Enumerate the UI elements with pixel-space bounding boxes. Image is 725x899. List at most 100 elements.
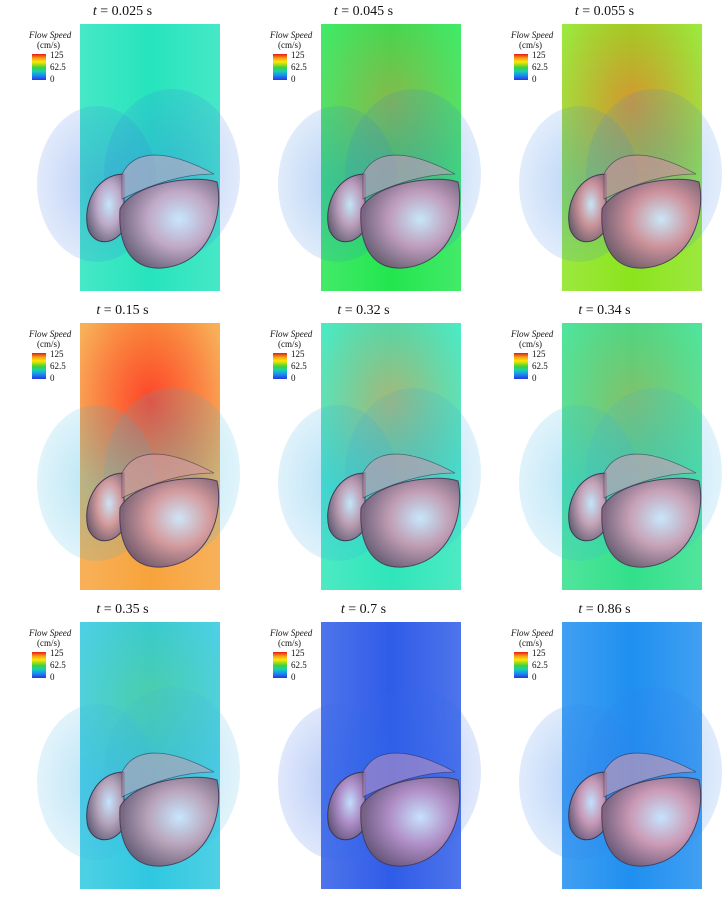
leaflet-back: [121, 453, 215, 499]
legend-colorbar: [514, 353, 528, 379]
time-value: = 0.32 s: [341, 303, 390, 318]
color-legend: Flow Speed(cm/s)125 62.5 0: [511, 628, 561, 698]
flow-render: [519, 622, 722, 889]
leaflet-right: [360, 477, 461, 568]
legend-title: Flow Speed: [270, 30, 313, 40]
legend-unit: (cm/s): [519, 339, 542, 349]
legend-title: Flow Speed: [270, 628, 313, 638]
time-value: = 0.15 s: [100, 303, 149, 318]
legend-tick-min: 0: [50, 74, 55, 84]
legend-colorbar: [514, 54, 528, 80]
leaflet-left: [568, 173, 607, 243]
legend-tick-min: 0: [50, 373, 55, 383]
color-legend: Flow Speed(cm/s)125 62.5 0: [270, 30, 320, 100]
legend-tick-max: 125: [532, 50, 546, 60]
leaflet-right: [360, 178, 461, 269]
legend-tick-min: 0: [291, 74, 296, 84]
legend-tick-max: 125: [532, 648, 546, 658]
time-symbol: t: [96, 602, 101, 617]
leaflet-back: [603, 752, 697, 798]
time-symbol: t: [333, 4, 338, 19]
legend-unit: (cm/s): [278, 339, 301, 349]
leaflet-back: [121, 752, 215, 798]
time-symbol: t: [578, 303, 583, 318]
panel-time-label: t = 0.86 s: [484, 600, 725, 620]
leaflet-right: [601, 477, 702, 568]
panel-time-label: t = 0.32 s: [243, 301, 484, 321]
leaflet-back: [603, 453, 697, 499]
legend-tick-min: 0: [532, 672, 537, 682]
legend-colorbar: [32, 54, 46, 80]
legend-unit: (cm/s): [37, 339, 60, 349]
legend-tick-mid: 62.5: [50, 660, 66, 670]
legend-unit: (cm/s): [278, 40, 301, 50]
legend-tick-max: 125: [50, 648, 64, 658]
leaflet-right: [360, 776, 461, 867]
legend-tick-min: 0: [532, 373, 537, 383]
leaflet-right: [119, 178, 220, 269]
legend-unit: (cm/s): [519, 40, 542, 50]
leaflet-back: [603, 154, 697, 200]
leaflet-left: [86, 472, 125, 542]
time-value: = 0.86 s: [582, 602, 631, 617]
legend-title: Flow Speed: [511, 329, 554, 339]
legend-colorbar: [514, 652, 528, 678]
legend-colorbar: [273, 54, 287, 80]
leaflet-left: [327, 771, 366, 841]
flow-render: [278, 622, 481, 889]
flow-render: [519, 24, 722, 291]
legend-tick-mid: 62.5: [532, 62, 548, 72]
legend-title: Flow Speed: [29, 628, 72, 638]
legend-tick-min: 0: [532, 74, 537, 84]
flow-render: [278, 24, 481, 291]
leaflet-left: [327, 472, 366, 542]
legend-tick-mid: 62.5: [532, 660, 548, 670]
legend-tick-max: 125: [50, 50, 64, 60]
legend-tick-max: 125: [291, 50, 305, 60]
legend-colorbar: [273, 353, 287, 379]
legend-tick-max: 125: [532, 349, 546, 359]
legend-unit: (cm/s): [519, 638, 542, 648]
time-value: = 0.35 s: [100, 602, 149, 617]
legend-title: Flow Speed: [270, 329, 313, 339]
legend-title: Flow Speed: [511, 628, 554, 638]
leaflet-back: [362, 752, 456, 798]
time-value: = 0.7 s: [344, 602, 387, 617]
flow-render: [37, 323, 240, 590]
legend-tick-max: 125: [291, 648, 305, 658]
panel-time-label: t = 0.025 s: [2, 2, 243, 22]
legend-tick-mid: 62.5: [50, 62, 66, 72]
leaflet-left: [568, 771, 607, 841]
time-value: = 0.34 s: [582, 303, 631, 318]
legend-unit: (cm/s): [37, 638, 60, 648]
flow-render: [519, 323, 722, 590]
legend-colorbar: [273, 652, 287, 678]
legend-title: Flow Speed: [29, 329, 72, 339]
legend-tick-mid: 62.5: [291, 62, 307, 72]
legend-unit: (cm/s): [37, 40, 60, 50]
panel-time-label: t = 0.055 s: [484, 2, 725, 22]
flow-render: [278, 323, 481, 590]
legend-tick-mid: 62.5: [50, 361, 66, 371]
panel-9: t = 0.86 s Flow Speed(cm/s)125 62.5 0: [484, 600, 725, 899]
time-symbol: t: [340, 602, 345, 617]
leaflet-left: [86, 771, 125, 841]
leaflet-right: [119, 477, 220, 568]
legend-unit: (cm/s): [278, 638, 301, 648]
time-symbol: t: [92, 4, 97, 19]
legend-colorbar: [32, 353, 46, 379]
panel-time-label: t = 0.15 s: [2, 301, 243, 321]
time-value: = 0.025 s: [96, 4, 153, 19]
legend-tick-mid: 62.5: [291, 361, 307, 371]
